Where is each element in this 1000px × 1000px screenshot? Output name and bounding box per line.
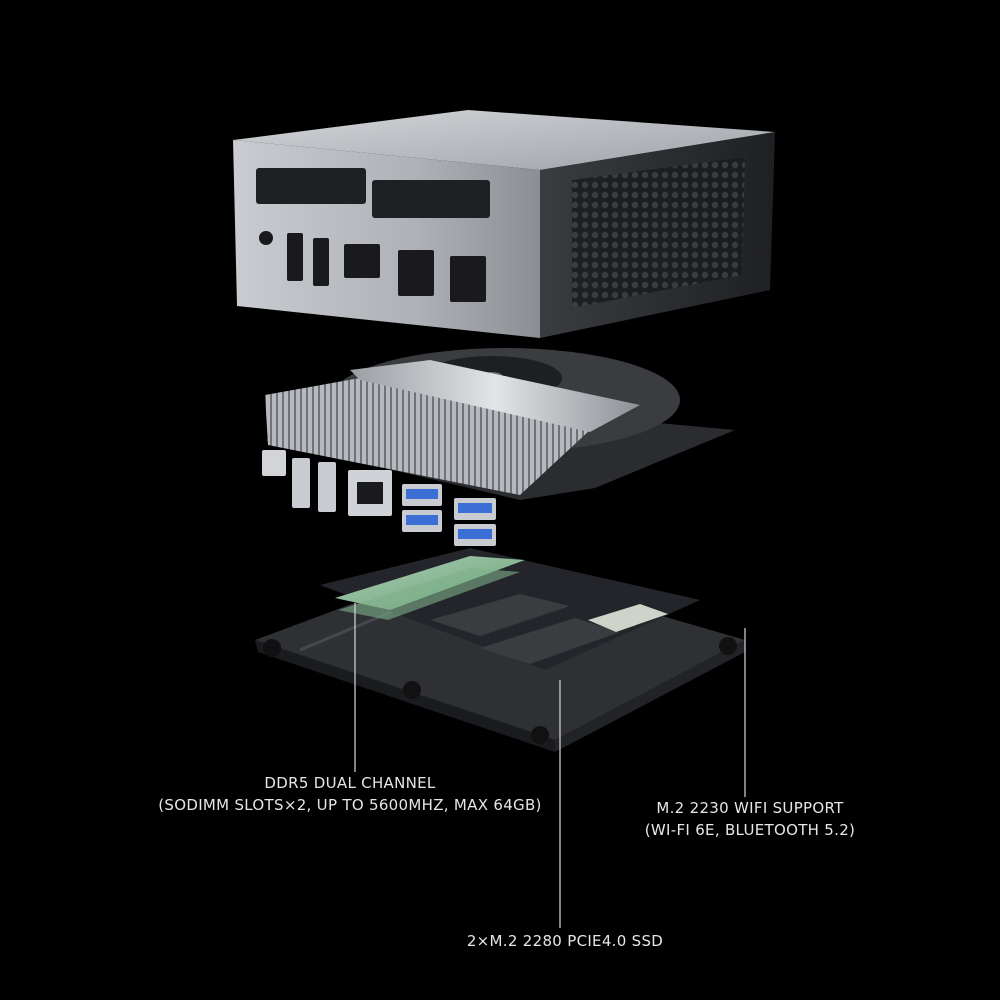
hdmi-port-1 <box>287 233 303 281</box>
ddr5-detail: (SODIMM SLOTS×2, UP TO 5600MHZ, MAX 64GB… <box>158 796 542 814</box>
ssd-slot-2 <box>480 618 620 664</box>
front-vent-left <box>256 168 366 204</box>
chassis <box>233 110 775 338</box>
cooling-assembly <box>262 348 735 546</box>
board-audio <box>262 450 286 476</box>
wifi-detail: (WI-FI 6E, BLUETOOTH 5.2) <box>644 821 856 839</box>
base-plate-right <box>555 640 745 752</box>
ssd-title: 2×M.2 2280 PCIE4.0 SSD <box>466 932 664 950</box>
wifi-callout: M.2 2230 WIFI SUPPORT (WI-FI 6E, BLUETOO… <box>600 797 900 841</box>
ram-module-2 <box>338 568 520 620</box>
side-vent-mesh <box>572 157 745 308</box>
ssd-slot-1 <box>430 594 570 636</box>
usb-port-2 <box>450 256 486 302</box>
hdmi-port-2 <box>313 238 329 286</box>
ddr5-title: DDR5 DUAL CHANNEL <box>264 774 436 792</box>
front-vent-right <box>372 180 490 218</box>
board-usb-a-2-tongue <box>406 515 438 525</box>
board-usb-a-4-tongue <box>458 529 492 539</box>
board-hdmi-2 <box>318 462 336 512</box>
ddr5-callout: DDR5 DUAL CHANNEL (SODIMM SLOTS×2, UP TO… <box>0 772 700 816</box>
wifi-card <box>588 604 668 632</box>
heatsink-fins <box>265 378 590 495</box>
usb-port-1 <box>398 250 434 296</box>
board-ethernet-hole <box>357 482 383 504</box>
chassis-top <box>233 110 775 170</box>
ethernet-port <box>344 244 380 278</box>
ssd-callout: 2×M.2 2280 PCIE4.0 SSD <box>400 930 730 952</box>
audio-jack <box>259 231 273 245</box>
board-hdmi-1 <box>292 458 310 508</box>
heatsink-top <box>350 360 640 432</box>
foot <box>403 681 421 699</box>
base-plate-front <box>255 640 555 752</box>
foot <box>531 726 549 744</box>
wifi-title: M.2 2230 WIFI SUPPORT <box>656 799 844 817</box>
board-usb-a-3-tongue <box>458 503 492 513</box>
base-assembly <box>255 548 745 752</box>
foot <box>263 639 281 657</box>
foot <box>719 637 737 655</box>
board-usb-a-1-tongue <box>406 489 438 499</box>
